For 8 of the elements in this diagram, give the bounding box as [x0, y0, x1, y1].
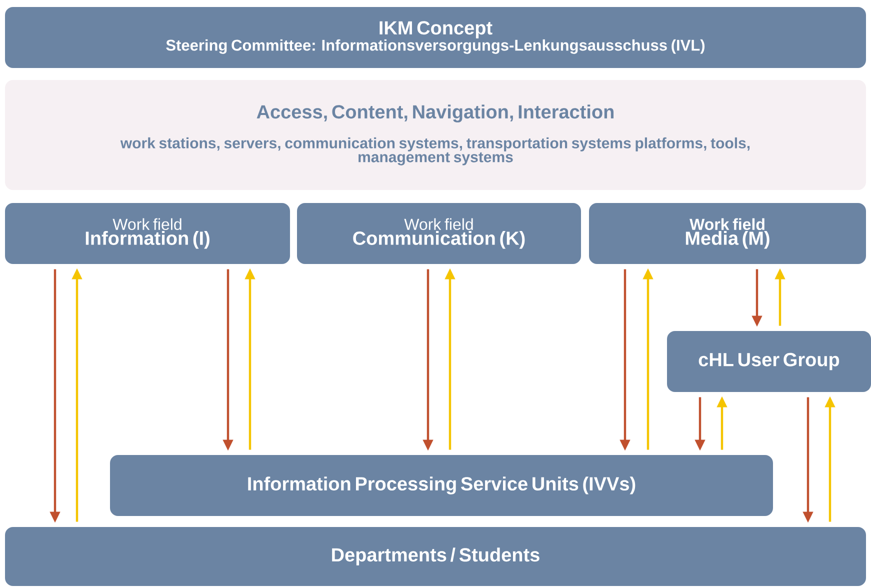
- process-box: Information Processing Service Units (IVVs): [110, 455, 773, 516]
- band: Access, Content, Navigation, Interaction work stations, servers, communication systems, transportation systems platforms, tools, management systems: [5, 80, 866, 190]
- process-box: cHL User Group: [667, 331, 871, 392]
- work-field-box: Work field Information (I): [5, 203, 290, 264]
- process-box: Departments / Students: [5, 527, 866, 586]
- header-box: IKM Concept Steering Committee: Informationsversorgungs-Lenkungsausschuss (IVL): [5, 7, 866, 68]
- work-field-box: Work field Media (M): [589, 203, 866, 264]
- work-field-box: Work field Communication (K): [297, 203, 581, 264]
